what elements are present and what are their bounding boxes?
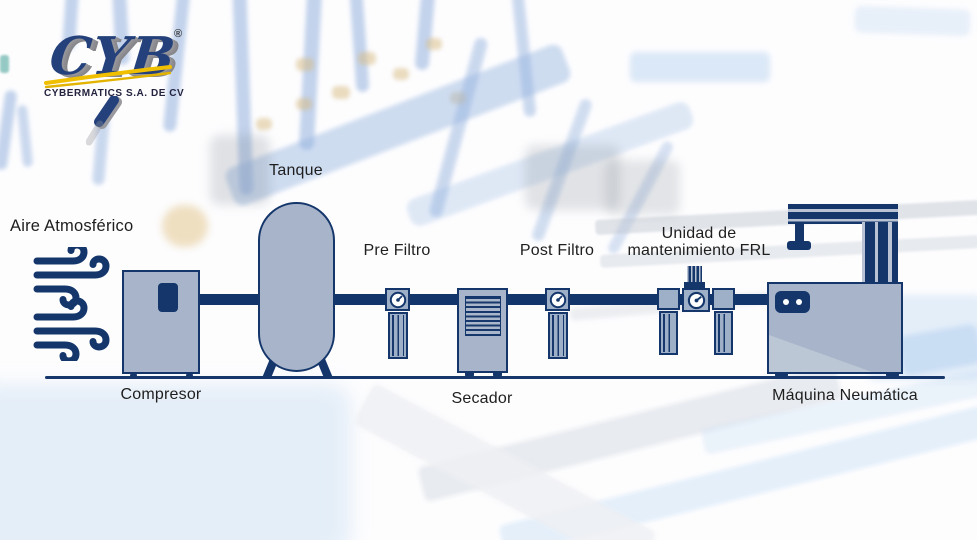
bg-shape <box>525 145 620 210</box>
label-secador: Secador <box>451 390 513 407</box>
compressor-shape <box>122 270 200 374</box>
frl-filter-right-body <box>714 311 733 355</box>
cyb-logo: CYB ® CYBERMATICS S.A. DE CV <box>42 22 202 147</box>
logo-yellow-swoosh <box>44 65 172 89</box>
post-filter-head <box>545 288 570 311</box>
label-compresor: Compresor <box>120 386 202 403</box>
machine-piston-pad <box>787 241 811 250</box>
bg-shape <box>0 385 350 540</box>
registered-trademark-symbol: ® <box>174 28 183 40</box>
label-maquina-neumatica: Máquina Neumática <box>772 387 918 404</box>
bg-shape <box>393 68 409 80</box>
bg-shape <box>298 0 323 151</box>
label-aire-atmosferico: Aire Atmosférico <box>10 217 134 235</box>
label-post-filtro: Post Filtro <box>519 242 595 259</box>
bg-shape <box>854 6 971 36</box>
bg-shape <box>0 55 9 73</box>
bg-shape <box>332 86 350 99</box>
bg-shape <box>349 0 370 93</box>
machine-control-panel <box>775 291 810 313</box>
bg-shape <box>414 0 436 71</box>
machine-body <box>767 282 903 374</box>
machine-gantry-column <box>862 222 898 284</box>
label-unidad-frl-line1: Unidad de <box>661 225 737 242</box>
bg-shape <box>358 52 376 65</box>
logo-company-text: CYBERMATICS S.A. DE CV <box>44 88 185 99</box>
compressor-wheel-right <box>186 372 193 379</box>
dryer-shape <box>457 288 508 373</box>
frl-regulator-head <box>682 288 710 312</box>
post-filter-body <box>548 312 568 359</box>
label-pre-filtro: Pre Filtro <box>363 242 431 259</box>
frl-filter-left-head <box>657 288 680 310</box>
machine-piston <box>795 223 804 243</box>
bg-shape <box>630 52 770 82</box>
machine-panel-button-left <box>783 299 789 305</box>
post-filter-slats <box>552 315 564 356</box>
frl-regulator-knob-flange <box>684 282 705 289</box>
machine-foot-right <box>886 371 899 378</box>
pre-filter-slats <box>392 315 404 356</box>
label-unidad-frl: Unidad de mantenimiento FRL <box>627 225 770 259</box>
tank-shape <box>258 202 335 372</box>
bg-shape <box>210 135 270 205</box>
dryer-foot-right <box>493 371 502 378</box>
post-filter-gauge-icon <box>549 291 566 308</box>
bg-shape <box>605 160 680 215</box>
compressor-wheel-left <box>130 372 137 379</box>
bg-shape <box>162 205 208 247</box>
bg-shape <box>296 58 314 71</box>
logo-y-tail <box>86 96 122 146</box>
compressor-door <box>158 283 178 312</box>
frl-regulator-knob <box>687 266 702 283</box>
bg-shape <box>450 92 466 104</box>
pre-filter-gauge-icon <box>389 291 406 308</box>
frl-filter-right-head <box>712 288 735 310</box>
label-tanque: Tanque <box>269 162 323 179</box>
bg-shape <box>256 118 272 130</box>
frl-filter-left-body <box>659 311 678 355</box>
dryer-louvers <box>465 296 501 336</box>
label-unidad-frl-line2: mantenimiento FRL <box>627 242 771 259</box>
frl-regulator-gauge-icon <box>687 291 705 309</box>
machine-gantry-arm <box>788 204 898 224</box>
wind-icon <box>33 247 110 361</box>
pre-filter-body <box>388 312 408 359</box>
bg-shape <box>16 104 34 168</box>
dryer-foot-left <box>465 371 474 378</box>
machine-panel-button-right <box>796 299 802 305</box>
machine-foot-left <box>775 371 788 378</box>
bg-shape <box>296 98 312 110</box>
bg-shape <box>0 89 18 171</box>
frl-filter-left-slats <box>663 314 674 352</box>
bg-shape <box>426 38 442 50</box>
pre-filter-head <box>385 288 410 311</box>
frl-filter-right-slats <box>718 314 729 352</box>
